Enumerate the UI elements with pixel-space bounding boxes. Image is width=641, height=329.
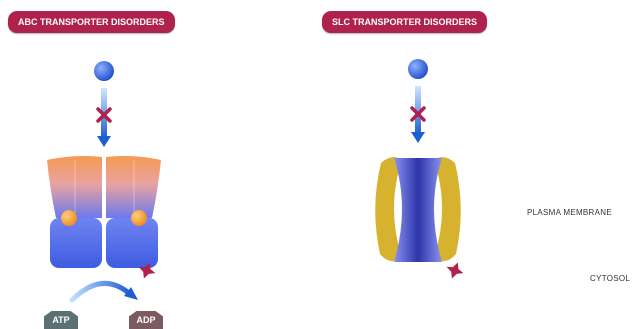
atp-badge: ATP [44,311,78,329]
cytosol-label: CYTOSOL [590,274,630,283]
abc-binding-site-right [131,210,147,226]
abc-nbd-left [50,218,102,268]
abc-binding-site-left [61,210,77,226]
slc-channel-body [394,158,442,262]
atp-hydrolysis-arrow [72,283,138,300]
slc-mutation-star-icon [443,259,466,281]
abc-disorders-title: ABC TRANSPORTER DISORDERS [8,11,175,33]
slc-transporter-protein [375,157,461,262]
abc-nbd-right [106,218,158,268]
abc-transporter-protein [47,156,161,268]
slc-clamp-left [375,157,402,261]
abc-substrate-molecule [94,61,114,81]
slc-clamp-right [434,157,461,261]
plasma-membrane-label: PLASMA MEMBRANE [527,208,612,217]
slc-disorders-title: SLC TRANSPORTER DISORDERS [322,11,487,33]
adp-badge: ADP [129,311,163,329]
slc-substrate-molecule [408,59,428,79]
